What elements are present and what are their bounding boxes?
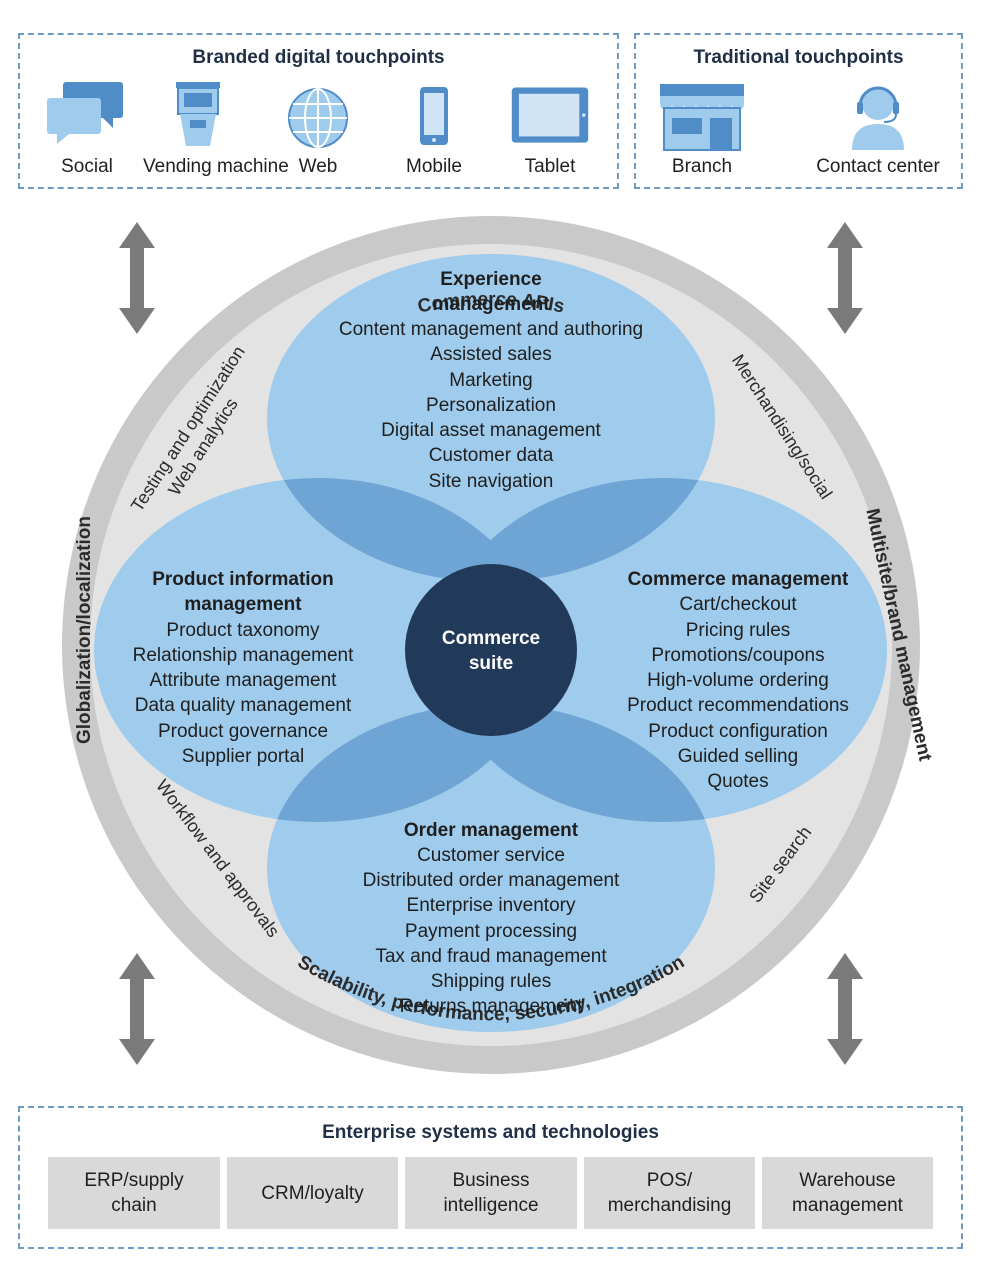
experience-item: Assisted sales: [430, 344, 551, 365]
core-label-line1: Commerce: [442, 628, 540, 649]
touchpoint-branch: Branch: [647, 80, 757, 178]
commerce-title: Commerce management: [628, 569, 849, 590]
product-title-line1: Product information: [152, 569, 334, 590]
traditional-touchpoints-title: Traditional touchpoints: [693, 47, 904, 68]
double-arrow-icon: [119, 222, 155, 334]
experience-item: Marketing: [449, 370, 532, 391]
system-label-line2: merchandising: [607, 1195, 732, 1216]
order-item: Payment processing: [405, 921, 577, 942]
commerce-item: Guided selling: [678, 746, 798, 767]
experience-item: Personalization: [426, 395, 556, 416]
enterprise-systems-title: Enterprise systems and technologies: [322, 1122, 659, 1143]
product-item: Product governance: [158, 721, 328, 742]
double-arrow-icon: [119, 953, 155, 1065]
commerce-item: Promotions/coupons: [651, 645, 824, 666]
product-item: Data quality management: [135, 695, 352, 716]
touchpoint-label: Vending machine: [143, 156, 289, 177]
touchpoint-label: Mobile: [406, 156, 462, 177]
double-arrow-icon: [827, 953, 863, 1065]
product-item: Relationship management: [133, 645, 354, 666]
product-item: Product taxonomy: [166, 620, 320, 641]
order-management-block: Order management Customer service Distri…: [363, 820, 620, 1017]
touchpoint-label: Web: [298, 156, 338, 177]
system-pos-merchandising: POS/merchandising: [584, 1157, 755, 1229]
store-icon: [652, 80, 752, 152]
commerce-management-block: Commerce management Cart/checkout Pricin…: [627, 569, 849, 792]
experience-item: Content management and authoring: [339, 319, 643, 340]
order-item: Tax and fraud management: [375, 946, 607, 967]
order-item: Returns management: [400, 996, 583, 1017]
system-label-line1: ERP/supply: [84, 1170, 184, 1191]
system-business-intelligence: Business intelligence: [405, 1157, 577, 1229]
branded-touchpoints-panel: Branded digital touchpoints: [18, 33, 619, 189]
experience-title-line1: Experience: [440, 269, 541, 290]
product-item: Supplier portal: [182, 746, 305, 767]
order-item: Distributed order management: [363, 870, 620, 891]
order-title: Order management: [404, 820, 579, 841]
system-label-line1: Warehouse: [799, 1170, 896, 1191]
tablet-icon: [510, 80, 590, 152]
headset-agent-icon: [838, 80, 918, 152]
system-label-line1: POS/: [646, 1170, 693, 1191]
commerce-item: High-volume ordering: [647, 670, 829, 691]
overlap-order: [267, 704, 715, 822]
product-title-line2: management: [184, 594, 302, 615]
touchpoint-label: Social: [61, 156, 113, 177]
order-item: Enterprise inventory: [407, 895, 576, 916]
commerce-item: Quotes: [707, 771, 768, 792]
commerce-item: Product recommendations: [627, 695, 849, 716]
system-warehouse-management: Warehouse management: [762, 1157, 933, 1229]
system-erp-supply-chain: ERP/supply chain: [48, 1157, 220, 1229]
branded-touchpoints-title: Branded digital touchpoints: [192, 47, 445, 68]
order-item: Shipping rules: [431, 971, 551, 992]
commerce-suite-core: [405, 564, 577, 736]
overlap-experience: [267, 478, 715, 582]
double-arrow-icon: [827, 222, 863, 334]
system-label-line2: chain: [111, 1195, 157, 1216]
system-label-line1: CRM/loyalty: [261, 1182, 364, 1204]
commerce-item: Product configuration: [648, 721, 828, 742]
ring-label-left: Globalization/localization: [74, 516, 95, 744]
experience-management-block: Experience management Content management…: [339, 269, 643, 492]
experience-title-line2: management: [432, 294, 550, 315]
globe-icon: [278, 80, 358, 152]
touchpoint-web: Web: [263, 80, 373, 178]
touchpoint-contact-center: Contact center: [810, 80, 946, 178]
core-label-line2: suite: [469, 653, 513, 674]
chat-bubbles-icon: [47, 80, 127, 152]
experience-item: Customer data: [429, 445, 554, 466]
touchpoint-tablet: Tablet: [495, 80, 605, 178]
system-label-line1: Business: [452, 1170, 530, 1191]
traditional-touchpoints-panel: Traditional touchpoints: [634, 33, 963, 189]
commerce-item: Cart/checkout: [679, 594, 797, 615]
touchpoint-mobile: Mobile: [379, 80, 489, 178]
touchpoint-social: Social: [32, 80, 142, 178]
vending-machine-icon: [158, 80, 238, 152]
touchpoint-label: Contact center: [816, 156, 940, 177]
order-item: Customer service: [417, 845, 565, 866]
commerce-item: Pricing rules: [686, 620, 791, 641]
system-crm-loyalty: CRM/loyalty: [227, 1157, 398, 1229]
touchpoint-vending-machine: Vending machine: [143, 80, 289, 178]
touchpoint-label: Tablet: [524, 156, 576, 177]
system-label-line2: management: [792, 1195, 903, 1216]
product-information-block: Product information management Product t…: [133, 569, 354, 767]
experience-item: Digital asset management: [381, 420, 601, 441]
product-item: Attribute management: [150, 670, 338, 691]
touchpoint-label: Branch: [671, 156, 733, 177]
experience-item: Site navigation: [429, 471, 554, 492]
enterprise-systems-panel: Enterprise systems and technologies: [18, 1106, 963, 1249]
mobile-phone-icon: [394, 80, 474, 152]
system-label-line2: intelligence: [443, 1195, 539, 1216]
